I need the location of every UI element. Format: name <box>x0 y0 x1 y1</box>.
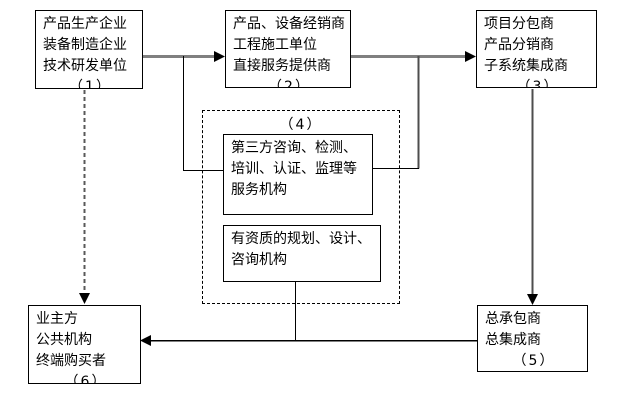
node-owners-line2: 公共机构 <box>36 332 92 348</box>
node-owners-number: （6） <box>64 374 108 384</box>
node-third-party-services-line3: 服务机构 <box>231 182 287 198</box>
node-distributors-line2: 工程施工单位 <box>233 37 317 53</box>
node-distributors: 产品、设备经销商 工程施工单位 直接服务提供商 （2） <box>225 10 351 88</box>
node-subcontractors-line1: 项目分包商 <box>484 16 554 32</box>
node-third-party-services: 第三方咨询、检测、 培训、认证、监理等 服务机构 <box>223 134 373 215</box>
node-producers-number: （1） <box>69 79 112 89</box>
node-subcontractors: 项目分包商 产品分销商 子系统集成商 （3） <box>476 10 597 88</box>
node-owners-line3: 终端购买者 <box>36 353 106 369</box>
node-producers-line2: 装备制造企业 <box>43 37 127 53</box>
node-subcontractors-line3: 子系统集成商 <box>484 58 568 74</box>
arrow-subcontractors-to-contractor-head <box>527 294 538 305</box>
arrow-producers-to-distributors-head <box>214 51 225 62</box>
node-qualified-planning-line2: 咨询机构 <box>231 252 287 268</box>
node-distributors-number: （2） <box>268 79 311 88</box>
node-qualified-planning-line1: 有资质的规划、设计、 <box>231 231 371 247</box>
node-general-contractor: 总承包商 总集成商 （5） <box>477 305 588 372</box>
arrow-contractor-to-owners-head <box>140 335 151 346</box>
node-qualified-planning: 有资质的规划、设计、 咨询机构 <box>223 225 381 282</box>
node-distributors-line1: 产品、设备经销商 <box>233 16 345 32</box>
third-party-group-container <box>202 110 400 304</box>
node-subcontractors-line2: 产品分销商 <box>484 37 554 53</box>
node-producers-line1: 产品生产企业 <box>43 16 127 32</box>
node-third-party-services-line2: 培训、认证、监理等 <box>231 161 357 177</box>
arrow-producers-to-owners-head <box>79 293 90 304</box>
node-general-contractor-number: （5） <box>512 353 556 369</box>
third-party-group-number: （4） <box>279 117 323 133</box>
arrow-distributors-to-subcontractors-head <box>465 51 476 62</box>
node-distributors-line3: 直接服务提供商 <box>233 58 331 74</box>
node-general-contractor-line2: 总集成商 <box>485 332 541 348</box>
node-subcontractors-number: （3） <box>516 79 560 88</box>
node-owners: 业主方 公共机构 终端购买者 （6） <box>28 305 141 384</box>
node-general-contractor-line1: 总承包商 <box>485 311 541 327</box>
node-third-party-services-line1: 第三方咨询、检测、 <box>231 140 357 156</box>
node-producers-line3: 技术研发单位 <box>43 58 127 74</box>
node-owners-line1: 业主方 <box>36 311 78 327</box>
node-producers: 产品生产企业 装备制造企业 技术研发单位 （1） <box>35 10 143 89</box>
